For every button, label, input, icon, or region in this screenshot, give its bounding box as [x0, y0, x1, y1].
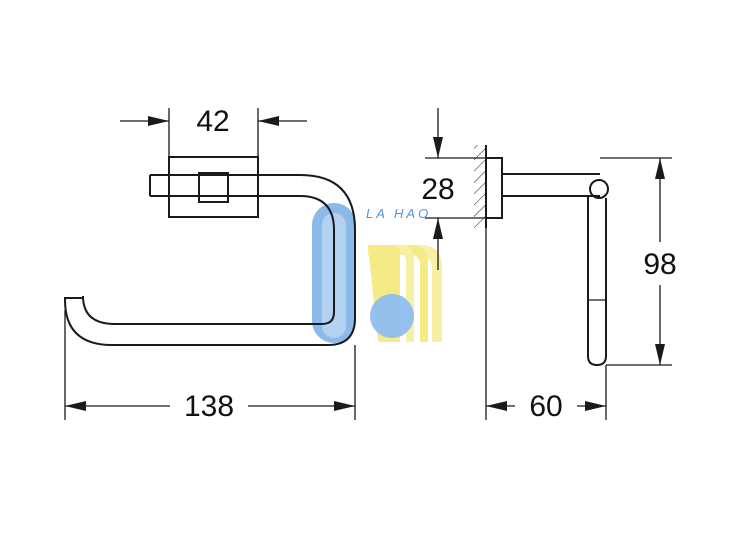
dimension-28: 28 [421, 108, 486, 270]
dimension-98: 98 [600, 157, 677, 366]
dimension-138: 138 [64, 310, 356, 423]
side-arm [502, 173, 600, 197]
side-mount-block [485, 157, 503, 219]
dimension-60-label: 60 [529, 390, 562, 423]
front-view [64, 156, 356, 346]
dimension-42: 42 [120, 105, 307, 157]
ring-left-tip [64, 297, 83, 300]
dimension-98-label: 98 [643, 248, 676, 281]
side-view [474, 145, 609, 367]
ring-top-bar [149, 174, 300, 197]
mount-plate [168, 156, 259, 218]
side-ring-profile [587, 196, 607, 367]
mount-inner-block [198, 172, 229, 203]
dimension-28-label: 28 [421, 173, 454, 206]
dimension-138-label: 138 [184, 390, 234, 423]
watermark-blue-circle [370, 294, 414, 338]
watermark-text: LA HAO [366, 206, 431, 221]
ring-inner-contour [82, 195, 335, 325]
side-hinge-circle [589, 179, 609, 199]
dimension-60: 60 [485, 228, 607, 423]
dimension-42-label: 42 [196, 105, 229, 138]
wall-hatch [474, 145, 486, 228]
ring-outer-contour [64, 174, 356, 346]
watermark-logo: LA HAO [312, 203, 442, 343]
